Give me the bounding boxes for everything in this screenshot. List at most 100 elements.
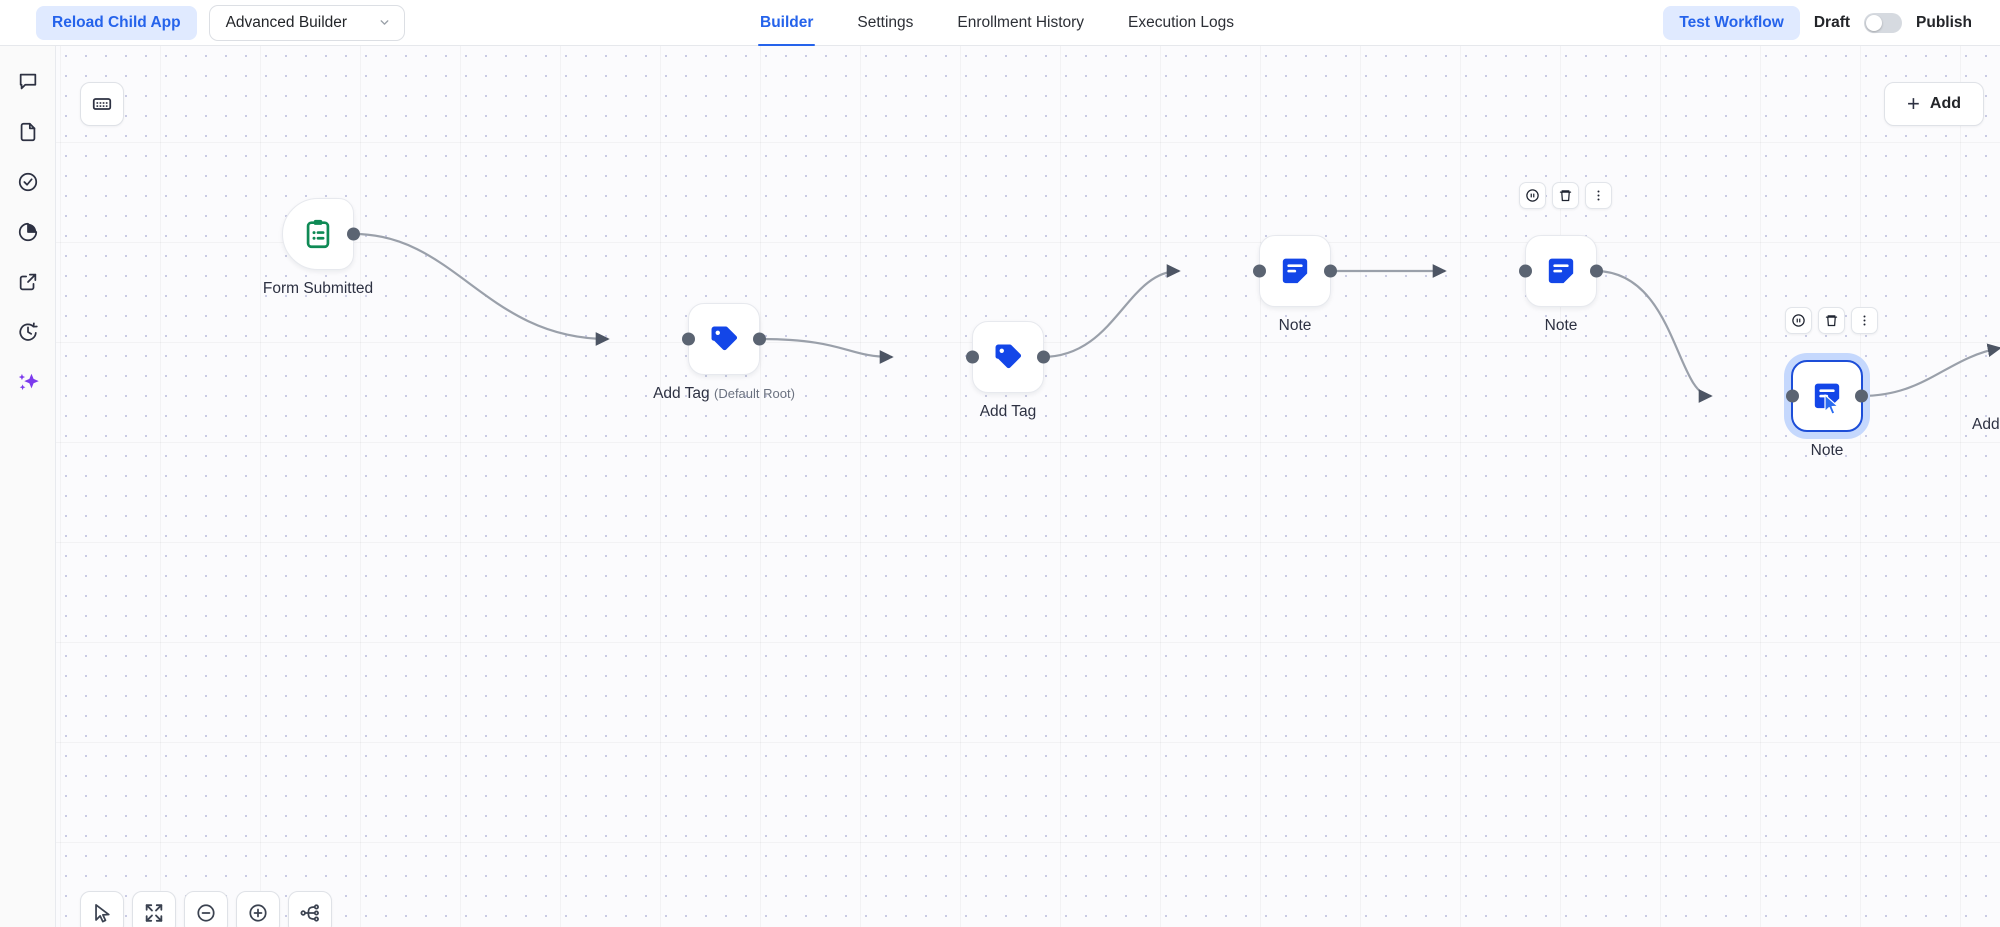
node-note-2[interactable]: Note bbox=[1519, 182, 1612, 334]
minimap-icon bbox=[92, 98, 112, 110]
fit-view-button[interactable] bbox=[132, 891, 176, 927]
pause-node-button[interactable] bbox=[1519, 182, 1546, 209]
node-box[interactable] bbox=[282, 198, 360, 270]
node-label: Add Tag bbox=[979, 403, 1037, 420]
sidebar-item-ai-assistant[interactable] bbox=[14, 368, 42, 396]
node-label: Add Tag (Default Root) bbox=[653, 385, 795, 402]
select-tool-button[interactable] bbox=[80, 891, 124, 927]
test-workflow-button[interactable]: Test Workflow bbox=[1663, 6, 1800, 40]
reload-child-app-button[interactable]: Reload Child App bbox=[36, 5, 197, 40]
pause-circle-icon bbox=[1526, 189, 1539, 202]
zoom-in-button[interactable] bbox=[236, 891, 280, 927]
delete-node-button[interactable] bbox=[1818, 307, 1845, 334]
pause-node-button[interactable] bbox=[1785, 307, 1812, 334]
output-port[interactable] bbox=[1855, 389, 1868, 403]
external-link-icon bbox=[19, 273, 36, 291]
node-label: Note bbox=[1278, 317, 1312, 334]
node-form-submitted[interactable]: Form Submitted bbox=[263, 198, 373, 297]
header-left-group: Reload Child App Advanced Builder bbox=[0, 4, 405, 41]
zoom-out-icon bbox=[197, 904, 215, 922]
tag-icon bbox=[995, 344, 1022, 369]
cursor-pointer-icon bbox=[95, 904, 110, 923]
clock-history-icon bbox=[18, 322, 38, 341]
header-tabs: Builder Settings Enrollment History Exec… bbox=[738, 0, 1256, 46]
fit-screen-icon bbox=[145, 904, 163, 922]
input-port[interactable] bbox=[1253, 264, 1266, 278]
node-label: Note bbox=[1810, 442, 1844, 459]
input-port[interactable] bbox=[966, 350, 979, 364]
node-box[interactable] bbox=[1519, 235, 1603, 307]
sidebar-item-comments[interactable] bbox=[14, 68, 42, 96]
node-more-button[interactable] bbox=[1851, 307, 1878, 334]
toggle-knob bbox=[1866, 15, 1883, 31]
canvas-bottom-toolbar bbox=[80, 891, 332, 927]
node-more-button[interactable] bbox=[1585, 182, 1612, 209]
chevron-down-icon bbox=[380, 20, 388, 25]
pie-chart-icon bbox=[18, 222, 37, 242]
zoom-in-icon bbox=[249, 904, 267, 922]
draft-label: Draft bbox=[1813, 14, 1851, 31]
node-add-tag-default-root[interactable]: Add Tag (Default Root) bbox=[653, 303, 795, 402]
publish-label: Publish bbox=[1916, 14, 1972, 31]
app-header: Reload Child App Advanced Builder Builde… bbox=[0, 0, 2000, 46]
input-port[interactable] bbox=[1786, 389, 1799, 403]
node-box[interactable] bbox=[966, 321, 1050, 393]
tag-icon bbox=[711, 326, 738, 351]
check-circle-icon bbox=[18, 172, 37, 192]
tab-builder[interactable]: Builder bbox=[738, 0, 835, 46]
node-note-3[interactable]: Note bbox=[1785, 307, 1878, 459]
sidebar-item-reports[interactable] bbox=[14, 218, 42, 246]
workflow-edges bbox=[353, 232, 2000, 403]
node-add-tag[interactable]: Add Tag bbox=[966, 321, 1050, 420]
chat-bubble-icon bbox=[19, 73, 36, 90]
add-node-button[interactable]: + Add bbox=[1884, 82, 1984, 126]
plus-icon: + bbox=[1907, 91, 1920, 116]
more-vertical-icon bbox=[1597, 190, 1600, 201]
builder-mode-select[interactable]: Advanced Builder bbox=[208, 4, 405, 41]
pause-circle-icon bbox=[1792, 314, 1805, 327]
note-icon bbox=[1282, 258, 1308, 284]
node-note-1[interactable]: Note bbox=[1253, 235, 1337, 334]
clipboard-list-icon bbox=[306, 219, 330, 249]
output-port[interactable] bbox=[347, 227, 360, 241]
node-hover-toolbar bbox=[1785, 307, 1878, 334]
node-label: Note bbox=[1544, 317, 1578, 334]
node-box[interactable] bbox=[1253, 235, 1337, 307]
workflow-canvas[interactable]: + Add Form Submitted Add Ta bbox=[56, 46, 2000, 927]
output-port[interactable] bbox=[1590, 264, 1603, 278]
note-icon bbox=[1814, 383, 1840, 409]
trash-icon bbox=[1825, 315, 1838, 327]
sparkles-icon bbox=[18, 373, 39, 391]
sidebar-item-history[interactable] bbox=[14, 318, 42, 346]
add-node-label: Add bbox=[1929, 95, 1961, 112]
output-port[interactable] bbox=[1037, 350, 1050, 364]
cut-off-node-label: Add bbox=[1972, 416, 2000, 433]
zoom-out-button[interactable] bbox=[184, 891, 228, 927]
publish-toggle[interactable] bbox=[1864, 13, 1903, 33]
document-icon bbox=[20, 122, 35, 142]
tab-enrollment-history[interactable]: Enrollment History bbox=[957, 14, 1085, 31]
sidebar-item-files[interactable] bbox=[14, 118, 42, 146]
input-port[interactable] bbox=[1519, 264, 1532, 278]
node-hover-toolbar bbox=[1519, 182, 1612, 209]
sidebar-item-tasks[interactable] bbox=[14, 168, 42, 196]
output-port[interactable] bbox=[753, 332, 766, 346]
input-port[interactable] bbox=[682, 332, 695, 346]
sidebar-item-open-external[interactable] bbox=[14, 268, 42, 296]
left-sidebar bbox=[0, 46, 56, 927]
node-label: Form Submitted bbox=[262, 280, 374, 297]
header-right-group: Test Workflow Draft Publish bbox=[1663, 0, 1972, 46]
trash-icon bbox=[1559, 190, 1572, 202]
tab-execution-logs[interactable]: Execution Logs bbox=[1128, 14, 1235, 31]
delete-node-button[interactable] bbox=[1552, 182, 1579, 209]
node-box[interactable] bbox=[682, 303, 766, 375]
builder-mode-value: Advanced Builder bbox=[225, 13, 348, 31]
auto-layout-button[interactable] bbox=[288, 891, 332, 927]
minimap-toggle-button[interactable] bbox=[80, 82, 124, 126]
more-vertical-icon bbox=[1863, 315, 1866, 326]
tab-settings[interactable]: Settings bbox=[857, 14, 914, 31]
output-port[interactable] bbox=[1324, 264, 1337, 278]
auto-layout-icon bbox=[300, 904, 319, 922]
note-icon bbox=[1548, 258, 1574, 284]
node-box[interactable] bbox=[1786, 360, 1868, 432]
